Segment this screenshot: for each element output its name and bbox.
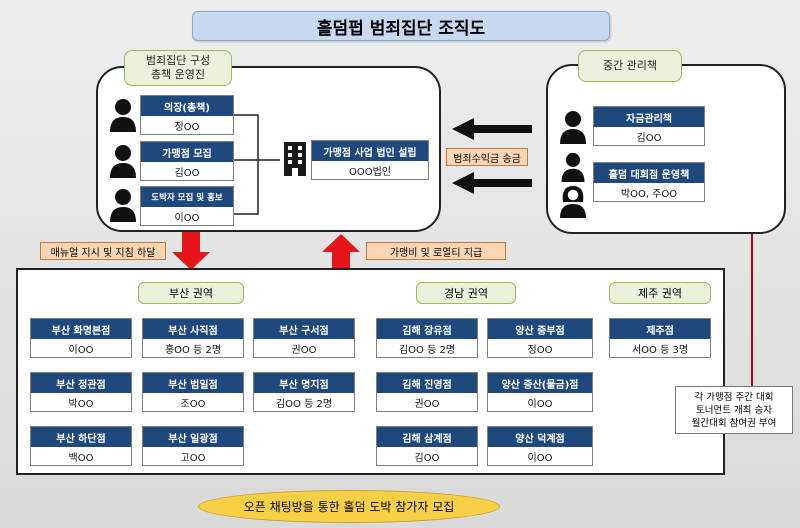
store-name: 부산 명지점 (254, 373, 354, 393)
store-owner: 김OO 등 2명 (275, 399, 333, 410)
store-name: 양산 덕계점 (488, 427, 592, 447)
store-owner: 김OO 등 2명 (398, 345, 456, 356)
middle-panel (546, 64, 786, 234)
store-name: 부산 정관점 (31, 373, 131, 393)
store-name: 부산 구서점 (254, 319, 354, 339)
member-name: 정OO (174, 122, 200, 133)
member-role: 도박자 모집 및 홍보 (141, 187, 233, 207)
region-gyeongnam: 경남 권역 (416, 282, 516, 304)
member-name: 김OO (174, 168, 200, 179)
store-owner: 백OO (68, 453, 94, 464)
recruit-oval: 오픈 채팅방을 통한 홀덤 도박 참가자 모집 (198, 490, 500, 523)
leadership-label-line2: 총책 운영진 (150, 68, 206, 81)
region-busan: 부산 권역 (138, 282, 244, 304)
person-icon (560, 111, 586, 144)
tournament-note-line: 각 가맹점 주간 대회 (694, 391, 774, 403)
store-owner: 권OO (291, 345, 317, 356)
woman-icon (560, 186, 586, 218)
page-title: 홀덤펍 범죄집단 조직도 (192, 11, 610, 41)
member-card: 가맹점 모집 김OO (140, 141, 234, 181)
member-card: 의장(총책) 정OO (140, 95, 234, 135)
store-owner: 정OO (527, 345, 553, 356)
store-name: 부산 일광점 (143, 427, 243, 447)
store-name: 제주점 (610, 319, 710, 339)
store-owner: 이OO (527, 453, 553, 464)
franchise-box (16, 268, 725, 475)
person-icon (110, 189, 136, 222)
member-card: 도박자 모집 및 홍보 이OO (140, 186, 234, 226)
store-owner: 이OO (68, 345, 94, 356)
member-role: 홀덤 대회점 운영책 (594, 163, 704, 183)
middle-label: 중간 관리책 (578, 50, 682, 82)
member-name: 이OO (174, 213, 200, 224)
company-role: 가맹점 사업 법인 설립 (312, 141, 428, 161)
store-name: 부산 사직점 (143, 319, 243, 339)
member-role: 의장(총책) (141, 96, 233, 116)
store-name: 부산 범일점 (143, 373, 243, 393)
store-name: 양산 증산(물금)점 (488, 373, 592, 393)
person-icon (110, 99, 136, 132)
store-name: 양산 중부점 (488, 319, 592, 339)
member-card: 홀덤 대회점 운영책 박OO, 주OO (593, 162, 705, 202)
store-owner: 조OO (180, 399, 206, 410)
company-card: 가맹점 사업 법인 설립 OOO법인 (311, 140, 429, 180)
store-owner: 서OO 등 3명 (631, 345, 689, 356)
person-icon (561, 152, 585, 182)
store-owner: 박OO (68, 399, 94, 410)
leadership-label-line1: 범죄집단 구성 (145, 54, 211, 67)
store-name: 부산 하단점 (31, 427, 131, 447)
store-owner: 이OO (527, 399, 553, 410)
leadership-label: 범죄집단 구성 총책 운영진 (124, 50, 232, 86)
member-name: 박OO, 주OO (620, 189, 678, 200)
store-owner: 고OO (180, 453, 206, 464)
member-role: 가맹점 모집 (141, 142, 233, 162)
store-name: 김해 장유점 (377, 319, 477, 339)
up-arrow-icon (322, 234, 360, 272)
store-owner: 홍OO 등 2명 (164, 345, 222, 356)
tournament-note: 각 가맹점 주간 대회 토너먼트 개최 승자 월간대회 참여권 부여 (675, 386, 793, 434)
proceeds-label: 범죄수익금 송금 (446, 148, 528, 166)
store-owner: 김OO (414, 453, 440, 464)
person-icon (110, 145, 136, 178)
member-role: 자금관리책 (594, 107, 704, 127)
tournament-note-line: 월간대회 참여권 부여 (691, 417, 777, 429)
store-owner: 권OO (414, 399, 440, 410)
left-arrow-icon (452, 172, 532, 194)
store-name: 김해 삼계점 (377, 427, 477, 447)
store-name: 부산 화명본점 (31, 319, 131, 339)
royalty-label: 가맹비 및 로열티 지급 (366, 242, 506, 260)
down-arrow-icon (172, 232, 210, 270)
manual-label: 매뉴얼 지시 및 지침 하달 (40, 242, 166, 260)
building-icon (284, 142, 306, 176)
member-card: 자금관리책 김OO (593, 106, 705, 146)
region-jeju: 제주 권역 (609, 282, 711, 304)
store-name: 김해 진영점 (377, 373, 477, 393)
tournament-note-line: 토너먼트 개최 승자 (696, 404, 772, 416)
member-name: 김OO (636, 133, 662, 144)
company-name: OOO법인 (348, 167, 391, 178)
left-arrow-icon (452, 118, 532, 140)
